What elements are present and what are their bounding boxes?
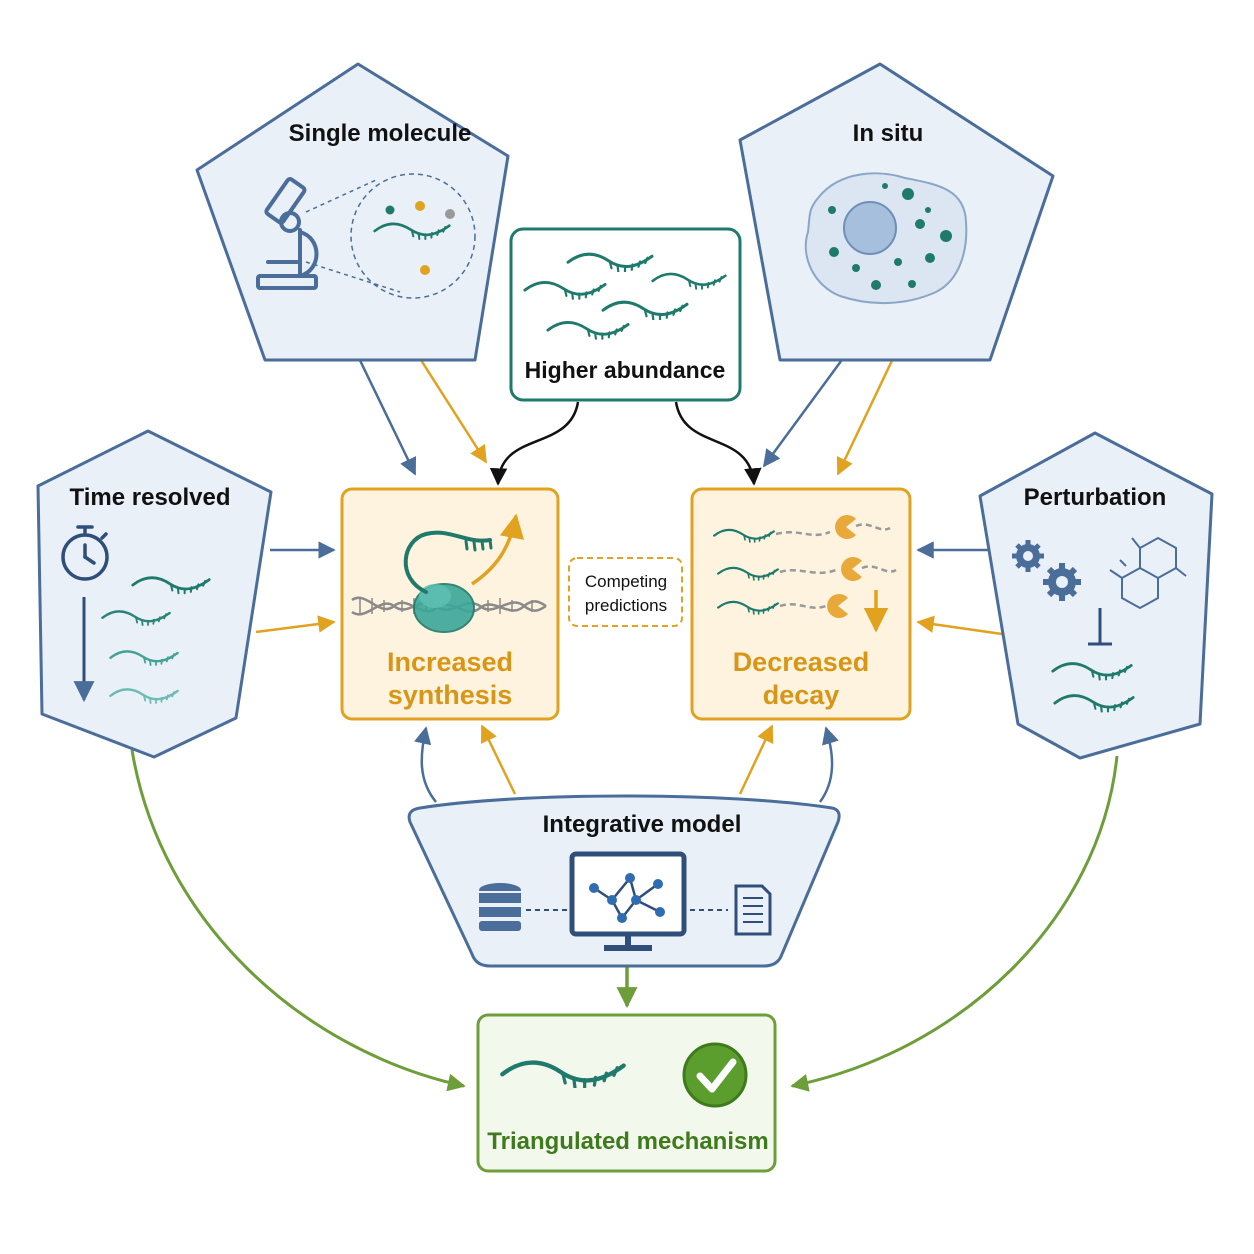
node-time-resolved: Time resolved: [36, 429, 273, 759]
decreased-decay-label-line2: decay: [763, 680, 840, 710]
node-in-situ: In situ: [738, 62, 1055, 362]
arrow-model-to-synthesis-orange: [480, 724, 517, 795]
cell-icon: [804, 172, 968, 305]
competing-predictions-line1: Competing: [585, 572, 667, 591]
molecule-icon: [1109, 536, 1187, 610]
microscope-icon: [256, 177, 319, 290]
arrow-single-molecule-to-synthesis-blue: [353, 349, 417, 476]
increased-synthesis-label-line1: Increased: [387, 647, 513, 677]
molecule-dot: [445, 209, 455, 219]
arrow-in-situ-to-decay-orange: [836, 347, 900, 476]
node-increased-synthesis: Increased synthesis: [340, 487, 560, 721]
molecule-dot: [415, 201, 425, 211]
zoom-line-bottom: [305, 261, 401, 293]
single-molecule-label: Single molecule: [289, 120, 472, 147]
nascent-rna-icon: [403, 530, 492, 594]
pacman-enzyme-icon: [841, 557, 862, 581]
competing-predictions-box: Competing predictions: [568, 557, 683, 627]
competing-predictions-line2: predictions: [585, 596, 667, 615]
arrow-model-to-decay-blue: [818, 726, 839, 803]
checkmark-icon: [682, 1042, 748, 1108]
magnified-view-circle: [350, 173, 476, 299]
molecule-dot: [420, 265, 430, 275]
document-icon: [734, 884, 772, 936]
inhibition-icon: [1088, 608, 1112, 646]
monitor-network-icon: [569, 851, 687, 951]
pacman-enzyme-icon: [827, 594, 848, 618]
arrow-perturbation-to-decay-orange: [916, 615, 1003, 636]
triangulated-mechanism-label: Triangulated mechanism: [487, 1128, 768, 1155]
arrow-time-resolved-to-triangulated: [130, 749, 466, 1092]
in-situ-label: In situ: [853, 120, 924, 147]
node-triangulated-mechanism: Triangulated mechanism: [476, 1013, 777, 1173]
connector-arrows: [130, 334, 1119, 1092]
time-resolved-label: Time resolved: [70, 484, 231, 511]
molecule-dot: [385, 205, 395, 215]
stopwatch-icon: [61, 525, 109, 581]
database-icon: [477, 881, 523, 933]
node-higher-abundance: Higher abundance: [509, 227, 742, 402]
decaying-rna-row: [716, 557, 897, 582]
arrow-abundance-to-decay: [674, 401, 762, 486]
perturbation-label: Perturbation: [1024, 484, 1167, 511]
increase-arrow-icon: [471, 513, 524, 586]
arrow-abundance-to-synthesis: [489, 401, 580, 486]
pacman-enzyme-icon: [835, 515, 856, 539]
node-perturbation: Perturbation: [978, 431, 1214, 760]
polymerase-icon: [413, 583, 475, 633]
increased-synthesis-label-line2: synthesis: [388, 680, 513, 710]
higher-abundance-label: Higher abundance: [525, 357, 726, 383]
integrative-model-label: Integrative model: [543, 811, 742, 838]
arrow-perturbation-to-triangulated: [790, 755, 1119, 1092]
zoom-line-top: [305, 179, 377, 213]
arrow-time-resolved-to-synthesis-orange: [255, 615, 336, 634]
decreased-decay-label-line1: Decreased: [733, 647, 870, 677]
node-integrative-model: Integrative model: [407, 794, 841, 968]
node-decreased-decay: Decreased decay: [690, 487, 912, 721]
gears-icon: [1012, 540, 1081, 601]
decaying-rna-row: [712, 515, 891, 544]
arrow-model-to-synthesis-blue: [414, 726, 437, 803]
node-single-molecule: Single molecule: [195, 62, 510, 362]
decaying-rna-row: [716, 594, 848, 618]
arrow-model-to-decay-orange: [738, 724, 774, 795]
